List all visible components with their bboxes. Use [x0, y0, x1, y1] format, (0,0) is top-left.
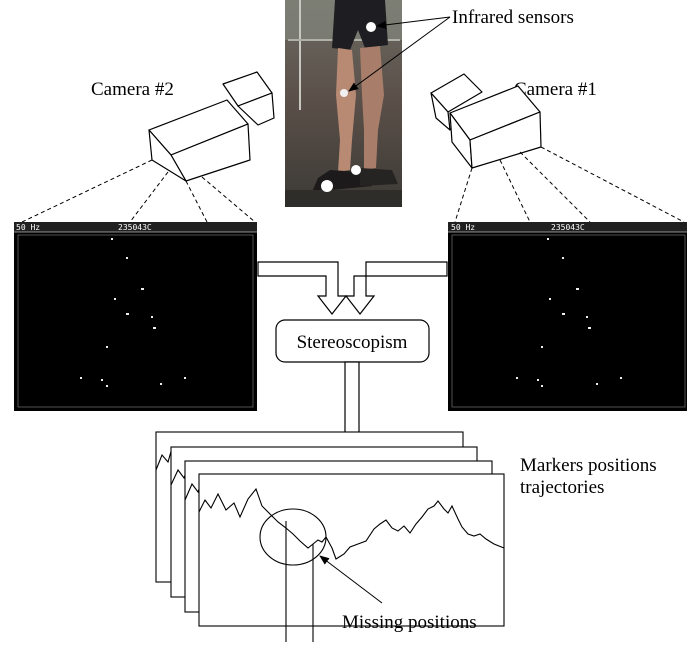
trajectory-sheets	[155, 431, 505, 642]
infrared-marker	[351, 165, 361, 175]
video-camera-icon	[430, 73, 542, 169]
infrared-marker	[340, 89, 348, 97]
camera-1-view-lines	[454, 146, 685, 223]
marker-dots	[516, 238, 622, 387]
missing-positions-label: Missing positions	[342, 612, 477, 633]
right-camera-monitor: 50 Hz 235043C	[448, 222, 687, 411]
infrared-marker	[321, 180, 333, 192]
camera-1-label: Camera #1	[514, 79, 597, 100]
walking-legs-photo	[285, 0, 402, 207]
sensor-pointer-line	[348, 16, 451, 92]
markers-trajectories-label-line2: trajectories	[520, 477, 604, 498]
sensor-pointer-line	[376, 16, 451, 29]
monitor-code: 235043C	[118, 223, 152, 232]
camera-2-view-lines	[21, 159, 256, 223]
missing-pointer-line	[319, 555, 383, 604]
video-camera-icon	[148, 71, 275, 182]
flow-arrow-left	[257, 261, 348, 315]
markers-trajectories-label-line1: Markers positions	[520, 455, 657, 476]
camera-2-label: Camera #2	[91, 79, 174, 100]
flow-arrow-right	[344, 261, 448, 315]
infrared-sensors-label: Infrared sensors	[452, 7, 574, 28]
missing-data-ellipse	[259, 508, 327, 566]
stereoscopism-label: Stereoscopism	[297, 332, 408, 353]
infrared-marker	[366, 22, 376, 32]
trajectory-curve	[198, 487, 505, 560]
front-trajectory-sheet	[198, 473, 505, 627]
monitor-rate: 50 Hz	[16, 223, 40, 232]
monitor-code: 235043C	[551, 223, 585, 232]
marker-dots	[80, 238, 186, 387]
left-camera-monitor: 50 Hz 235043C	[14, 222, 257, 411]
monitor-rate: 50 Hz	[451, 223, 475, 232]
